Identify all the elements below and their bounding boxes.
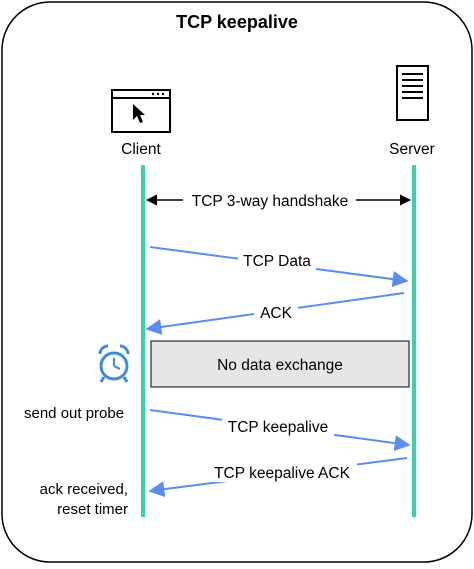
ack-received-note-line1: ack received,	[40, 481, 128, 498]
browser-window-cursor-icon	[111, 89, 171, 133]
ack-received-note-line2: reset timer	[57, 501, 128, 518]
send-probe-note: send out probe	[24, 405, 124, 422]
keepalive-label-bg	[222, 416, 334, 436]
tcp-data-label: TCP Data	[243, 253, 311, 270]
handshake-label: TCP 3-way handshake	[192, 193, 349, 210]
server-tower-icon	[396, 65, 429, 121]
ack-label-bg	[254, 302, 298, 322]
idle-period-label: No data exchange	[217, 357, 343, 374]
tcp-data-label-bg	[238, 250, 316, 270]
keepalive-ack-label: TCP keepalive ACK	[214, 465, 350, 482]
alarm-clock-icon	[98, 344, 130, 383]
diagram-title: TCP keepalive	[176, 12, 298, 32]
client-label: Client	[121, 141, 161, 158]
idle-period-box	[150, 340, 410, 388]
server-label: Server	[389, 141, 435, 158]
ack-label: ACK	[260, 305, 293, 322]
keepalive-label: TCP keepalive	[228, 419, 329, 436]
keepalive-ack-label-bg	[207, 462, 357, 482]
